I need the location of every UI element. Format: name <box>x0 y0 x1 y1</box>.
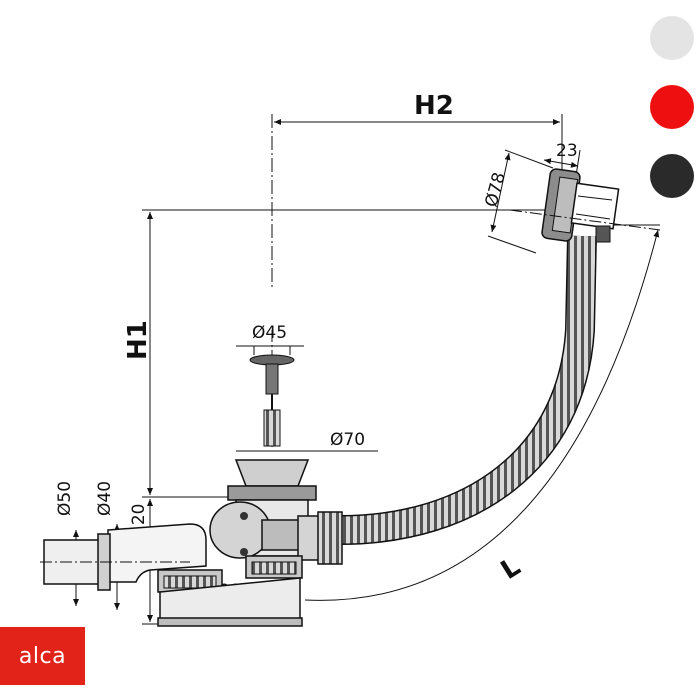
dim-23: 23 <box>543 141 581 177</box>
h2-dimension: H2 <box>271 91 563 290</box>
color-swatch-red[interactable] <box>650 85 694 129</box>
dim-d78-label: Ø78 <box>482 170 510 209</box>
color-swatch-black[interactable] <box>650 154 694 198</box>
dim-23-label: 23 <box>556 141 578 161</box>
drain-body <box>209 459 343 565</box>
dim-d45-label: Ø45 <box>252 323 287 343</box>
dim-d78: Ø78 <box>482 149 554 254</box>
dim-d50-label: Ø50 <box>55 481 75 516</box>
logo-text: alca <box>18 643 67 669</box>
alca-logo: alca <box>0 627 85 685</box>
dim-d40-label: Ø40 <box>95 481 115 516</box>
h1-dimension: H1 <box>123 209 560 498</box>
flexible-hose <box>339 235 597 545</box>
dim-d45: Ø45 <box>236 323 304 355</box>
plug-stopper <box>249 330 295 450</box>
h2-label: H2 <box>414 91 454 121</box>
dim-d70-label: Ø70 <box>330 430 365 450</box>
l-label: L <box>496 552 526 586</box>
trap-siphon <box>40 523 303 627</box>
dim-d70: Ø70 <box>236 430 378 452</box>
overflow-head <box>509 168 661 243</box>
h1-label: H1 <box>123 320 153 360</box>
color-swatch-white[interactable] <box>650 16 694 60</box>
